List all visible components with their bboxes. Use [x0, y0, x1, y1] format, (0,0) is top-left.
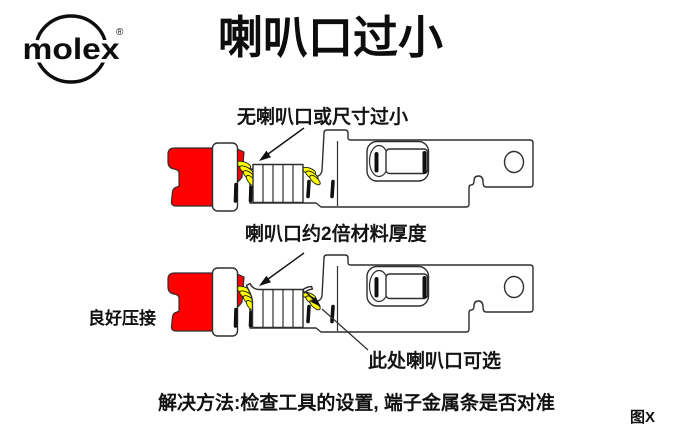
annotation-bellmouth-size: 喇叭口约2倍材料厚度	[245, 224, 427, 245]
front-bellmouth-flare	[302, 285, 314, 294]
molex-logo-text: molex	[23, 33, 120, 66]
figure-label: 图X	[630, 409, 656, 426]
arrow-pointer-icon	[259, 127, 305, 161]
label-good-crimp: 良好压接	[88, 309, 156, 328]
molex-logo: molex ®	[20, 12, 126, 88]
annotation-optional-bellmouth: 此处喇叭口可选	[368, 351, 502, 372]
solution-text: 解决方法:检查工具的设置, 端子金属条是否对准	[158, 393, 555, 414]
page-title: 喇叭口过小	[218, 13, 444, 63]
wire-crimp-no-bellmouth	[252, 163, 304, 204]
wire-crimp-with-bellmouth	[245, 282, 314, 329]
diagram-defective-crimp	[166, 127, 535, 213]
molex-logo-icon: molex ®	[20, 14, 124, 84]
callout-arrow-icon	[305, 291, 369, 351]
diagram-good-crimp	[166, 252, 535, 351]
registered-trademark-icon: ®	[116, 27, 124, 38]
arrow-pointer-icon	[259, 252, 305, 286]
annotation-no-bellmouth: 无喇叭口或尺寸过小	[237, 107, 409, 128]
